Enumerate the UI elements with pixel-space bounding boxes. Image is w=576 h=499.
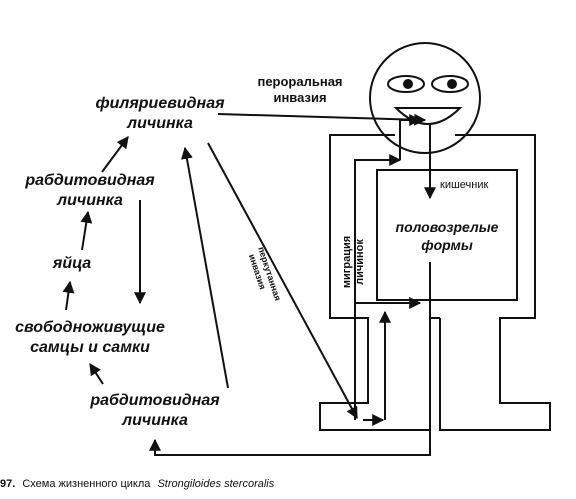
arrow-rhab-to-filariform-top: [101, 136, 129, 173]
caption-species: Strongiloides stercoralis: [157, 478, 274, 490]
arrow-percutaneous: [207, 142, 358, 420]
figure-caption: 97. Схема жизненного цикла Strongiloides…: [0, 478, 275, 490]
mouth: [393, 107, 463, 125]
arrows: [62, 113, 436, 456]
label-eggs: яйца: [52, 255, 91, 272]
label-rhabditiform-top-line2: личинка: [56, 192, 123, 209]
label-migration: миграция личинок: [341, 236, 366, 288]
intestine-box: [376, 169, 518, 301]
eyes: [387, 75, 469, 93]
label-oral-line2: инвазия: [273, 90, 326, 105]
arrow-rhab-to-filariform: [180, 146, 229, 389]
label-rhabditiform-top-line1: рабдитовидная: [24, 172, 155, 189]
label-filariform-line2: личинка: [126, 115, 193, 132]
arrow-oral-invasion: [217, 113, 427, 126]
label-rhabditiform-bottom-line2: личинка: [121, 412, 188, 429]
arrow-rhab-to-free: [89, 362, 104, 385]
arrow-migration-path: [354, 154, 402, 420]
label-percutaneous: перкутанная инвазия: [247, 246, 283, 302]
label-migration-line1: миграция: [341, 236, 353, 288]
label-free-living-line1: свободноживущие: [15, 319, 165, 336]
head-outline: [369, 42, 481, 154]
label-migration-line2: личинок: [354, 239, 366, 285]
label-intestine: кишечник: [440, 179, 488, 191]
label-adults-line2: формы: [421, 237, 473, 253]
label-oral-line1: пероральная: [257, 74, 342, 89]
label-filariform-line1: филяриевидная: [95, 95, 225, 112]
caption-number: 97.: [0, 478, 15, 490]
arrow-eggs-to-rhab: [80, 210, 93, 251]
arrow-free-to-eggs: [62, 280, 75, 311]
label-free-living-line2: самцы и самки: [30, 339, 150, 356]
label-rhabditiform-bottom-line1: рабдитовидная: [89, 392, 220, 409]
caption-text: Схема жизненного цикла: [22, 478, 151, 490]
arrow-excretion: [149, 262, 431, 456]
arrow-migration-to-mouth: [399, 114, 422, 160]
label-adults-line1: половозрелые: [396, 219, 499, 235]
